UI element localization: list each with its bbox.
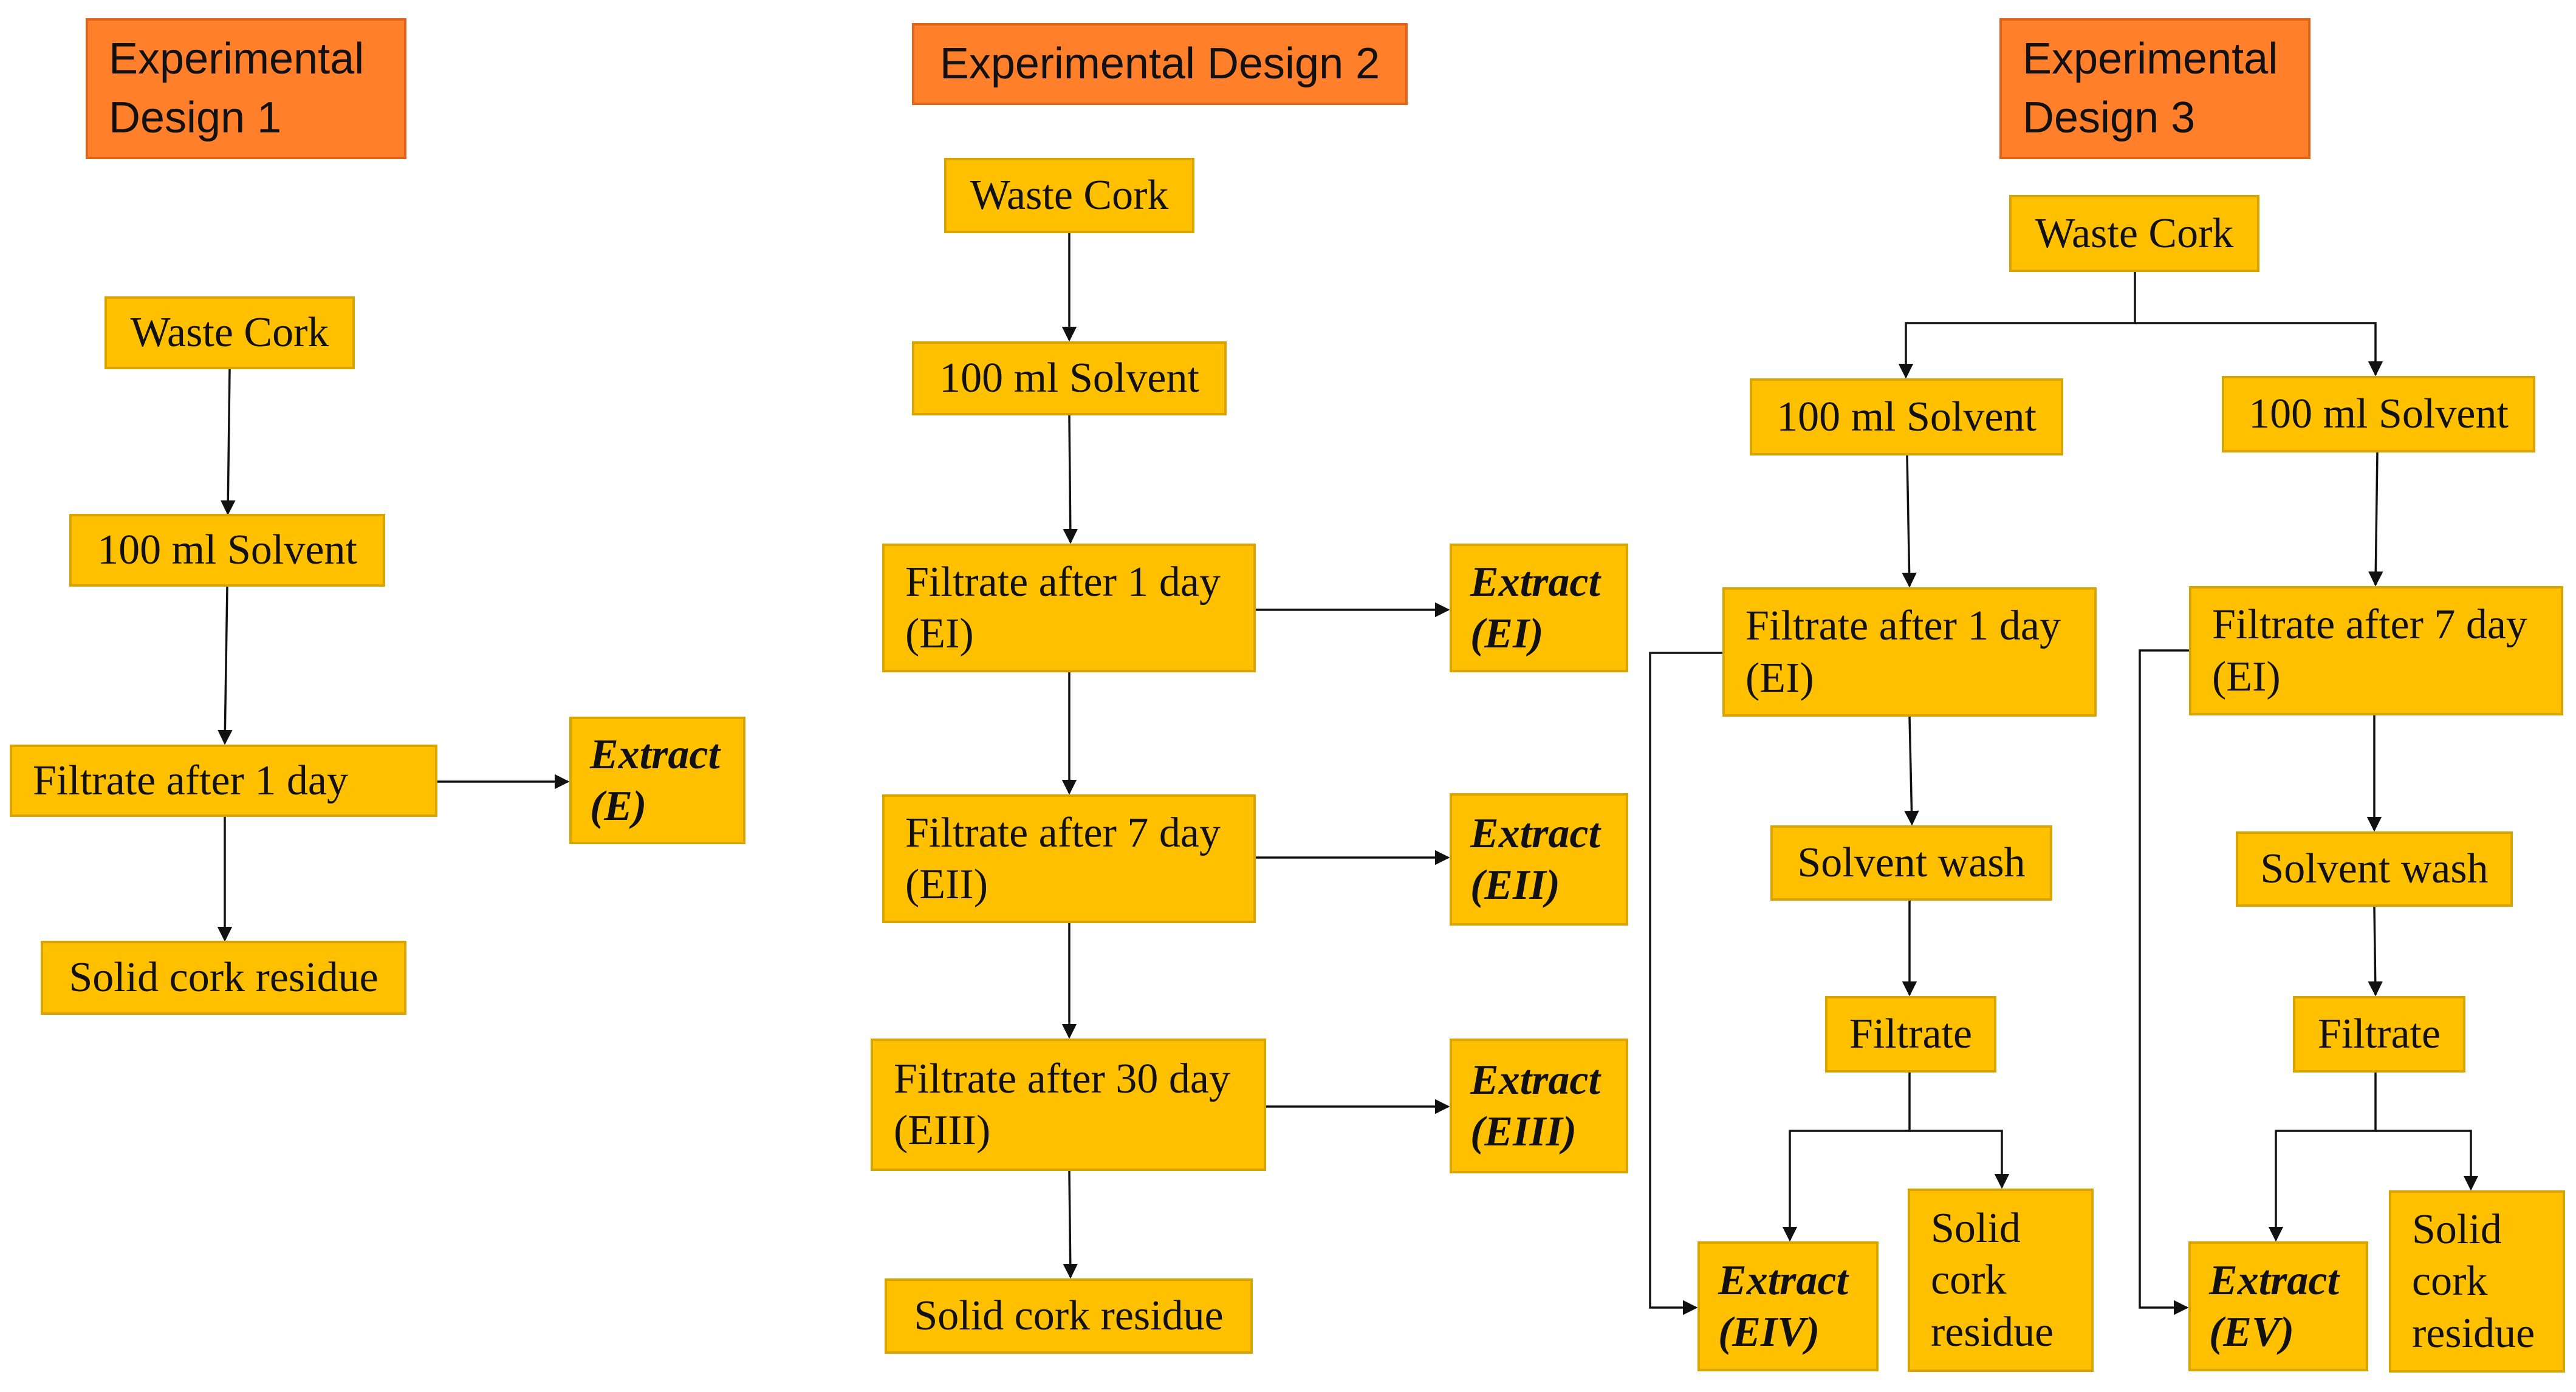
d3r-solvent-wash-label: Solvent wash: [2260, 845, 2489, 893]
d1-extract-line1: Extract: [590, 731, 720, 778]
arrow-d3r-solvent-to-filtrate: [2368, 452, 2383, 587]
d2-residue-box: Solid cork residue: [885, 1278, 1253, 1354]
d1-waste-cork-label: Waste Cork: [130, 309, 329, 357]
d2-filtrate7-line2: (EII): [905, 861, 988, 908]
d2-waste-cork-box: Waste Cork: [944, 158, 1194, 233]
d1-residue-box: Solid cork residue: [41, 941, 406, 1015]
d3l-filtrate-day-line1: Filtrate after 1 day: [1745, 602, 2061, 650]
d3l-residue-line1: Solid: [1931, 1204, 2021, 1252]
d3l-filtrate-day-line2: (EI): [1745, 654, 1814, 701]
arrow-d3-waste-to-left-solvent: [1898, 272, 2136, 379]
arrow-d2-filtrate30-to-residue: [1063, 1170, 1078, 1279]
d3r-extract-line1: Extract: [2209, 1257, 2339, 1304]
d3r-filtrate-label: Filtrate: [2317, 1011, 2441, 1058]
d3r-solvent-label: 100 ml Solvent: [2249, 391, 2509, 438]
d3l-extract-box: Extract (EIV): [1697, 1241, 1879, 1371]
design1-title: Experimental Design 1: [86, 18, 406, 159]
d3-waste-cork-label: Waste Cork: [2035, 210, 2234, 257]
d2-filtrate1-line1: Filtrate after 1 day: [905, 558, 1221, 606]
d3l-filtrate-day-box: Filtrate after 1 day (EI): [1722, 587, 2097, 717]
d2-residue-label: Solid cork residue: [914, 1292, 1224, 1340]
d2-filtrate7-line1: Filtrate after 7 day: [905, 809, 1221, 856]
arrow-d1-solvent-to-filtrate: [218, 586, 233, 745]
d2-waste-cork-label: Waste Cork: [970, 172, 1169, 219]
d3r-solvent-box: 100 ml Solvent: [2222, 376, 2535, 452]
d2-filtrate30-line1: Filtrate after 30 day: [894, 1055, 1230, 1102]
d3r-filtrate-box: Filtrate: [2293, 996, 2465, 1073]
arrow-d3l-filtrate-to-residue: [1910, 1130, 2010, 1189]
d1-extract-line2: (E): [590, 783, 647, 830]
d3l-filtrate-box: Filtrate: [1825, 996, 1996, 1073]
d2-filtrate30-line2: (EIII): [894, 1107, 991, 1154]
arrow-d3r-wash-to-filtrate: [2368, 906, 2383, 997]
design1-title-line1: Experimental: [109, 34, 365, 83]
d3r-solvent-wash-box: Solvent wash: [2236, 831, 2513, 907]
arrow-d3-waste-to-right-solvent: [2135, 322, 2383, 377]
d2-extract1-line1: Extract: [1470, 558, 1600, 606]
arrow-d2-solvent-to-filtrate1: [1063, 415, 1078, 544]
d3l-solvent-box: 100 ml Solvent: [1750, 378, 2063, 455]
arrow-d3l-solvent-to-filtrate: [1902, 455, 1917, 588]
arrow-d3l-filtrate-to-extract: [1782, 1073, 1911, 1242]
d3r-filtrate-day-line2: (EI): [2212, 653, 2281, 700]
arrow-d3l-filtrate-to-wash: [1904, 716, 1919, 826]
arrow-d3r-bypass-to-extract: [2139, 649, 2189, 1315]
d1-filtrate-box: Filtrate after 1 day: [10, 745, 437, 817]
d3l-residue-box: Solid cork residue: [1908, 1189, 2094, 1372]
d1-solvent-label: 100 ml Solvent: [97, 527, 357, 574]
d2-extract2-line1: Extract: [1470, 810, 1600, 857]
d2-extract2-box: Extract (EII): [1450, 793, 1628, 926]
d1-extract-box: Extract (E): [569, 717, 745, 844]
d3r-residue-line1: Solid: [2412, 1206, 2502, 1253]
d3l-filtrate-label: Filtrate: [1849, 1011, 1973, 1058]
d2-extract2-line2: (EII): [1470, 862, 1560, 909]
d2-solvent-box: 100 ml Solvent: [912, 341, 1227, 415]
d2-filtrate30-box: Filtrate after 30 day (EIII): [871, 1039, 1266, 1171]
d3r-residue-box: Solid cork residue: [2389, 1190, 2565, 1373]
d1-filtrate-label: Filtrate after 1 day: [33, 757, 348, 804]
design2-title: Experimental Design 2: [912, 23, 1408, 105]
d2-filtrate1-box: Filtrate after 1 day (EI): [882, 544, 1256, 672]
d2-extract3-line1: Extract: [1470, 1056, 1600, 1104]
d1-residue-label: Solid cork residue: [69, 954, 379, 1001]
d2-solvent-label: 100 ml Solvent: [939, 355, 1199, 402]
d1-waste-cork-box: Waste Cork: [104, 296, 355, 369]
arrow-d3r-filtrate-to-residue: [2376, 1130, 2479, 1191]
d2-filtrate1-line2: (EI): [905, 610, 974, 657]
d2-extract1-box: Extract (EI): [1450, 544, 1628, 672]
d2-extract3-line2: (EIII): [1470, 1108, 1577, 1155]
d3l-residue-line3: residue: [1931, 1308, 2054, 1356]
arrow-d3l-bypass-to-extract: [1649, 652, 1722, 1315]
d3l-solvent-wash-box: Solvent wash: [1770, 825, 2052, 901]
d3r-filtrate-day-box: Filtrate after 7 day (EI): [2189, 586, 2563, 715]
d3r-filtrate-day-line1: Filtrate after 7 day: [2212, 601, 2527, 649]
arrow-d1-waste-to-solvent: [221, 369, 236, 516]
design3-title-line2: Design 3: [2023, 94, 2196, 142]
d2-extract1-line2: (EI): [1470, 610, 1544, 657]
design3-title: Experimental Design 3: [1999, 18, 2311, 159]
design1-title-line2: Design 1: [109, 94, 282, 142]
d3l-extract-line2: (EIV): [1718, 1309, 1820, 1356]
d3l-solvent-wash-label: Solvent wash: [1797, 839, 2026, 887]
d3r-residue-line3: residue: [2412, 1309, 2535, 1357]
d3l-solvent-label: 100 ml Solvent: [1776, 393, 2036, 440]
d3r-residue-line2: cork: [2412, 1258, 2488, 1305]
arrow-d3r-filtrate-to-extract: [2268, 1073, 2377, 1242]
d2-extract3-box: Extract (EIII): [1450, 1039, 1628, 1173]
d2-filtrate7-box: Filtrate after 7 day (EII): [882, 794, 1256, 923]
d1-solvent-box: 100 ml Solvent: [69, 514, 385, 587]
d3l-extract-line1: Extract: [1718, 1257, 1848, 1304]
d3r-extract-box: Extract (EV): [2188, 1241, 2368, 1371]
d3r-extract-line2: (EV): [2209, 1309, 2294, 1356]
d3-waste-cork-box: Waste Cork: [2009, 195, 2259, 272]
design2-title-text: Experimental Design 2: [939, 39, 1380, 88]
d3l-residue-line2: cork: [1931, 1257, 2007, 1304]
design3-title-line1: Experimental: [2023, 34, 2278, 83]
